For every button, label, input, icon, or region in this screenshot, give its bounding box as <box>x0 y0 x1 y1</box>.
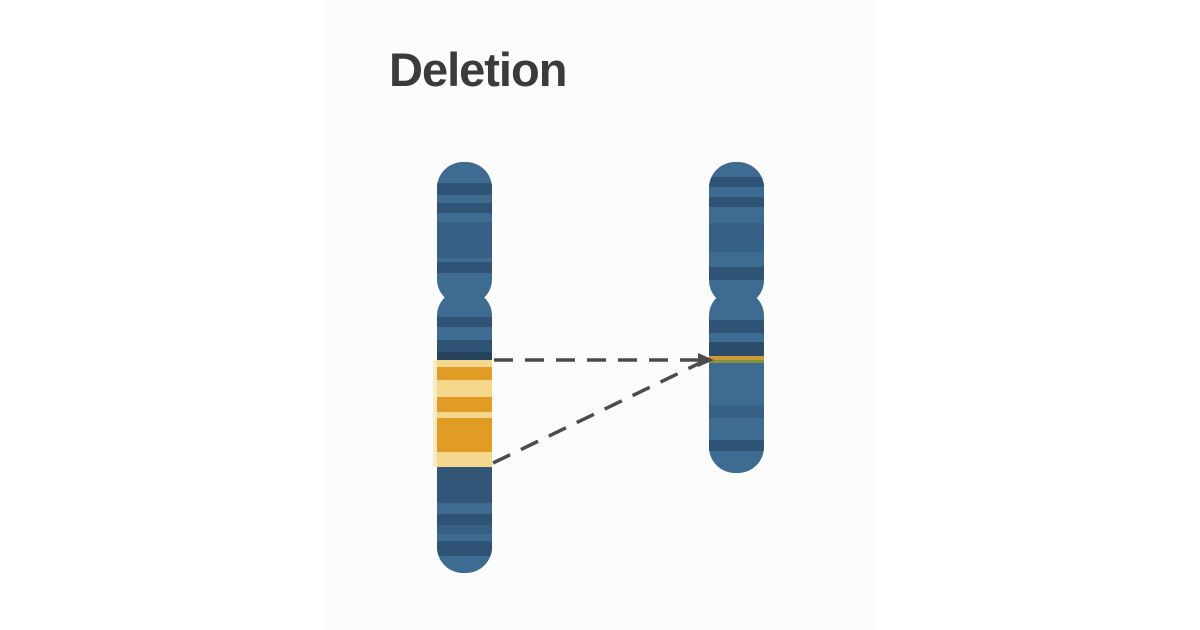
chromosome-band <box>709 197 764 207</box>
chromosome-band <box>709 342 764 356</box>
original-chromosome <box>437 162 492 573</box>
chromosome-band <box>709 356 764 360</box>
chromosome-band <box>437 352 492 360</box>
deleted-chromosome <box>709 162 764 473</box>
chromosome-band <box>437 452 492 467</box>
arrowhead-icon <box>698 353 714 367</box>
chromosome-band <box>437 397 492 412</box>
chromosome-band <box>437 203 492 213</box>
chromosome-band <box>709 405 764 418</box>
chromosome-band <box>709 223 764 252</box>
chromosome-band <box>437 360 492 367</box>
chromosome-band <box>437 380 492 397</box>
chromosome-band <box>437 183 492 195</box>
chromosome-band <box>437 514 492 525</box>
chromosome-band <box>437 340 492 352</box>
chromosome-band <box>437 222 492 258</box>
chromosome-band <box>709 267 764 280</box>
chromosome-band <box>709 177 764 187</box>
page-title: Deletion <box>389 43 567 96</box>
chromosome-band <box>437 412 492 418</box>
chromosome-band <box>437 418 492 452</box>
chromosome-band <box>709 440 764 451</box>
chromosome-band <box>437 467 492 503</box>
chromosome-body <box>709 162 764 473</box>
chromosome-band <box>437 262 492 273</box>
chromosome-band <box>437 317 492 327</box>
center-panel <box>326 0 877 630</box>
chromosome-band <box>437 525 492 534</box>
chromosome-band <box>437 367 492 380</box>
chromosome-band <box>709 320 764 333</box>
deletion-connector-line <box>492 361 701 465</box>
chromosome-band <box>709 360 764 363</box>
chromosome-band <box>437 541 492 556</box>
